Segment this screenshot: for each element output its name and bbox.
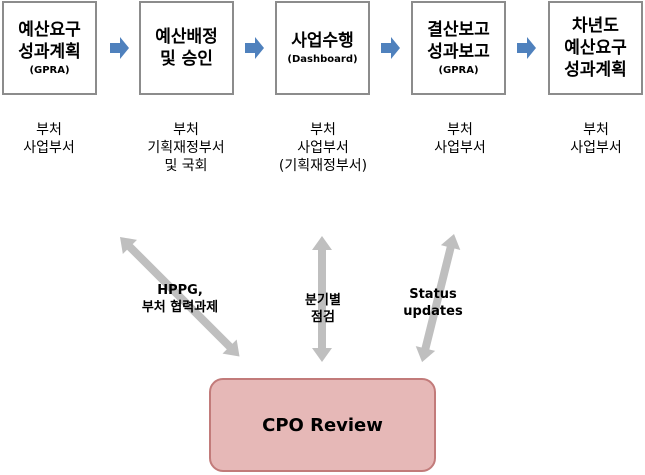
- arrow-right-icon: [381, 37, 400, 59]
- stage-subtitle: (GPRA): [29, 64, 70, 76]
- double-arrow-icon: [312, 236, 332, 362]
- arrow-right-icon: [517, 37, 536, 59]
- flow-label-quarterly: 분기별 점검: [305, 293, 341, 325]
- cpo-review-box: CPO Review: [209, 378, 436, 472]
- stage-title: 결산보고 성과보고: [427, 19, 490, 62]
- stage-subtitle: (GPRA): [438, 64, 479, 76]
- flow-label-status: Status updates: [403, 287, 463, 319]
- stage-owner: 부처 사업부서: [434, 122, 486, 156]
- stage-owner: 부처 사업부서: [23, 122, 75, 156]
- stage-title: 사업수행: [291, 30, 354, 51]
- double-arrow-icon: [120, 237, 240, 357]
- stage-owner: 부처 기획재정부서 및 국회: [147, 122, 225, 174]
- stage-box-budget-allocation: 예산배정 및 승인: [139, 1, 234, 95]
- stage-box-settlement-report: 결산보고 성과보고 (GPRA): [411, 1, 506, 95]
- arrow-right-icon: [245, 37, 264, 59]
- stage-owner: 부처 사업부서: [570, 122, 622, 156]
- stage-title: 예산배정 및 승인: [155, 27, 218, 69]
- stage-owner: 부처 사업부서 (기획재정부서): [278, 122, 368, 174]
- flow-label-hppg: HPPG, 부처 협력과제: [141, 283, 219, 315]
- double-arrow-icon: [415, 234, 461, 363]
- arrow-right-icon: [110, 37, 129, 59]
- stage-title: 차년도 예산요구 성과계획: [564, 16, 627, 80]
- stage-box-next-year-request: 차년도 예산요구 성과계획: [548, 1, 643, 95]
- cpo-review-label: CPO Review: [262, 414, 383, 436]
- stage-subtitle: (Dashboard): [287, 53, 358, 65]
- stage-box-project-execution: 사업수행 (Dashboard): [275, 1, 370, 95]
- stage-box-budget-request: 예산요구 성과계획 (GPRA): [2, 1, 97, 95]
- stage-title: 예산요구 성과계획: [18, 19, 81, 62]
